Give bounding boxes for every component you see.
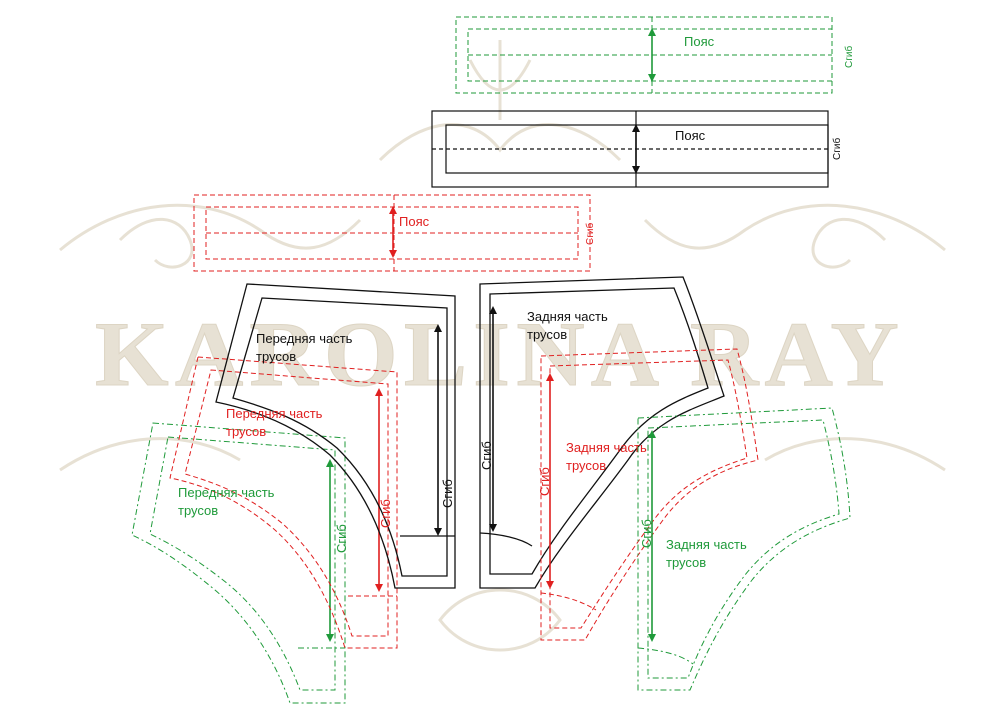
front-red-label-line2: трусов	[226, 424, 266, 439]
belt-piece-red	[193, 194, 591, 272]
front-piece-green	[131, 422, 346, 704]
belt-black-fold-label: Сгиб	[831, 138, 843, 160]
belt-green-fold-label: Сгиб	[843, 46, 855, 68]
front-black-outline	[215, 283, 456, 589]
front-piece-red	[169, 356, 398, 649]
back-red-fold-label: Сгиб	[537, 467, 552, 496]
back-red-inner	[549, 359, 748, 629]
front-green-label-line1: Передняя часть	[178, 485, 275, 500]
belt-red-outline	[193, 194, 591, 272]
front-green-fold-label: Сгиб	[334, 524, 349, 553]
front-red-inner	[184, 369, 389, 637]
back-green-inner	[647, 419, 840, 679]
back-black-inner	[489, 287, 709, 575]
back-red-outline	[540, 348, 759, 641]
belt-green-outline	[455, 16, 833, 94]
back-piece-black	[479, 276, 725, 589]
front-black-inner	[232, 297, 448, 577]
back-red-gusset	[540, 592, 597, 611]
belt-piece-black	[431, 110, 829, 188]
back-black-fold-label: Сгиб	[479, 441, 494, 470]
front-piece-black	[215, 283, 456, 589]
belt-red-label: Пояс	[399, 214, 430, 229]
front-black-label-line1: Передняя часть	[256, 331, 353, 346]
watermark-text: KAROLINA RAY	[95, 303, 905, 405]
belt-black-label: Пояс	[675, 128, 706, 143]
front-black-label-line2: трусов	[256, 349, 296, 364]
front-red-fold-label: Сгиб	[378, 499, 393, 528]
back-piece-green	[637, 407, 851, 691]
back-black-label-line2: трусов	[527, 327, 567, 342]
back-red-label-line2: трусов	[566, 458, 606, 473]
watermark-logo	[59, 40, 946, 652]
front-green-outline	[131, 422, 346, 704]
front-green-inner	[149, 436, 336, 691]
back-black-gusset	[479, 532, 533, 547]
front-red-label-line1: Передняя часть	[226, 406, 323, 421]
belt-green-label: Пояс	[684, 34, 715, 49]
back-green-outline	[637, 407, 851, 691]
back-green-label-line2: трусов	[666, 555, 706, 570]
back-green-label-line1: Задняя часть	[666, 537, 747, 552]
back-black-label-line1: Задняя часть	[527, 309, 608, 324]
front-red-outline	[169, 356, 398, 649]
back-black-outline	[479, 276, 725, 589]
front-green-label-line2: трусов	[178, 503, 218, 518]
back-green-fold-label: Сгиб	[639, 519, 654, 548]
back-red-label-line1: Задняя часть	[566, 440, 647, 455]
back-green-gusset	[637, 647, 694, 665]
back-piece-red	[540, 348, 759, 641]
belt-red-fold-label: Сгиб	[584, 223, 596, 245]
belt-piece-green	[455, 16, 833, 94]
front-black-fold-label: Сгиб	[440, 479, 455, 508]
